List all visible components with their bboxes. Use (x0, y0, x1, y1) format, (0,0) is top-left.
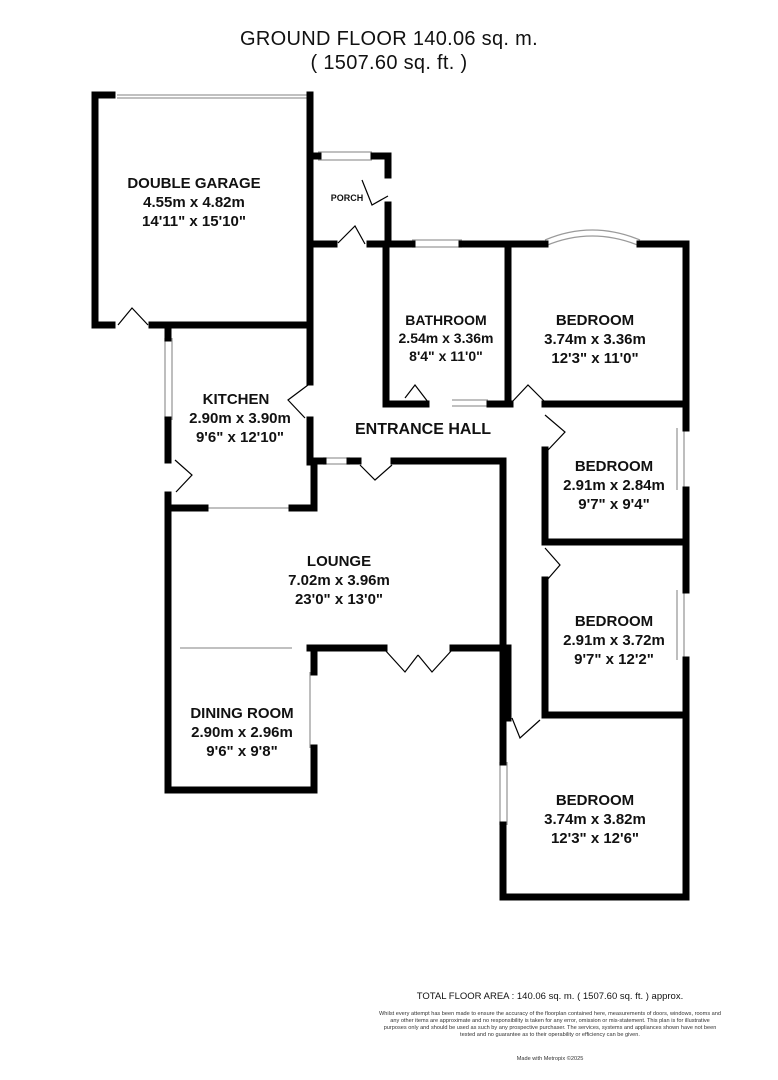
bedroom1-door (511, 384, 546, 403)
kitchen-door (287, 384, 309, 419)
lounge-door (359, 464, 393, 481)
bedroom3-metric: 2.91m x 3.72m (563, 632, 665, 649)
bedroom2-name: BEDROOM (575, 458, 653, 475)
disclaimer-text: Whilst every attempt has been made to en… (378, 1011, 722, 1038)
lounge-double-door-left (384, 649, 419, 673)
bedroom4-name: BEDROOM (556, 792, 634, 809)
dining-imperial: 9'6" x 9'8" (206, 743, 277, 760)
porch-front-door (361, 179, 389, 206)
lounge-metric: 7.02m x 3.96m (288, 572, 390, 589)
dining-name: DINING ROOM (190, 705, 293, 722)
room-labels: DOUBLE GARAGE 4.55m x 4.82m 14'11" x 15'… (127, 175, 665, 847)
kitchen-name: KITCHEN (203, 391, 270, 408)
bathroom-imperial: 8'4" x 11'0" (409, 348, 483, 364)
door-swings (117, 179, 566, 740)
plan-subtitle: ( 1507.60 sq. ft. ) (310, 52, 468, 74)
bedroom3-name: BEDROOM (575, 613, 653, 630)
garage-metric: 4.55m x 4.82m (143, 194, 245, 211)
hall-name: ENTRANCE HALL (355, 421, 491, 438)
bedroom4-metric: 3.74m x 3.82m (544, 811, 646, 828)
kitchen-side-door (174, 459, 193, 493)
total-floor-area: TOTAL FLOOR AREA : 140.06 sq. m. ( 1507.… (416, 991, 684, 1002)
bathroom-metric: 2.54m x 3.36m (399, 330, 494, 346)
bedroom1-metric: 3.74m x 3.36m (544, 331, 646, 348)
bedroom2-door (544, 414, 566, 451)
bedroom1-name: BEDROOM (556, 312, 634, 329)
kitchen-metric: 2.90m x 3.90m (189, 410, 291, 427)
bathroom-name: BATHROOM (405, 312, 486, 328)
lounge-imperial: 23'0" x 13'0" (295, 591, 383, 608)
lounge-double-door-right (417, 649, 453, 673)
lounge-name: LOUNGE (307, 553, 371, 570)
bedroom1-imperial: 12'3" x 11'0" (551, 350, 638, 367)
porch-name: PORCH (331, 193, 364, 203)
plan-title: GROUND FLOOR 140.06 sq. m. (240, 28, 538, 50)
garage-imperial: 14'11" x 15'10" (142, 213, 246, 230)
bedroom2-metric: 2.91m x 2.84m (563, 477, 665, 494)
bay-window (544, 229, 641, 241)
porch-inner-door (337, 225, 366, 245)
bathroom-door (404, 384, 429, 403)
windows-and-openings (117, 94, 685, 825)
bedroom3-door (544, 547, 561, 581)
kitchen-imperial: 9'6" x 12'10" (196, 429, 284, 446)
bedroom2-imperial: 9'7" x 9'4" (578, 496, 649, 513)
credit-text: Made with Metropix ©2025 (516, 1056, 584, 1062)
bedroom4-door (511, 717, 541, 740)
bedroom3-imperial: 9'7" x 12'2" (574, 651, 654, 668)
walls (91, 91, 690, 901)
dining-metric: 2.90m x 2.96m (191, 724, 293, 741)
bedroom4-imperial: 12'3" x 12'6" (551, 830, 639, 847)
garage-name: DOUBLE GARAGE (127, 175, 260, 192)
garage-door (117, 307, 149, 326)
